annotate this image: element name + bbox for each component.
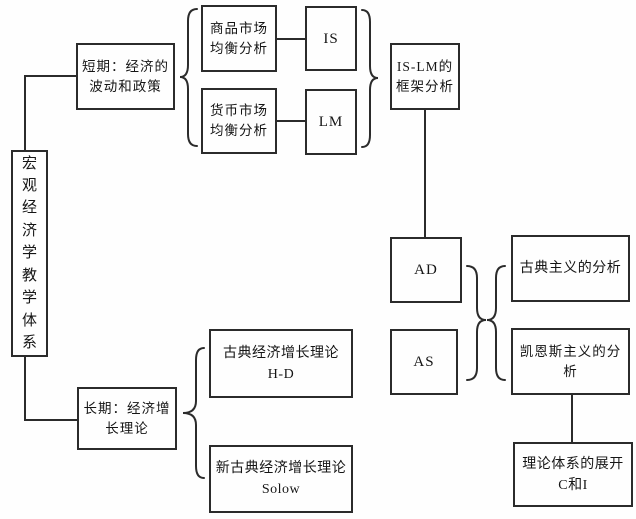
node-classical-analysis-label: 古典主义的分析 bbox=[519, 261, 622, 276]
node-theory-expansion: 理论体系的展开 C和I bbox=[513, 442, 633, 507]
brace-islm-collect-icon bbox=[361, 9, 379, 148]
node-ad: AD bbox=[390, 237, 462, 303]
node-money-market-label: 货币市场 均衡分析 bbox=[210, 103, 268, 138]
connector-root-to-long-term bbox=[24, 357, 77, 421]
node-goods-market-label: 商品市场 均衡分析 bbox=[210, 20, 268, 56]
node-root: 宏观经济学教学体系 bbox=[11, 150, 48, 357]
node-keynesian-analysis-label: 凯恩斯主义的分析 bbox=[519, 343, 622, 379]
node-short-term-label: 短期：经济的 波动和政策 bbox=[82, 58, 169, 94]
brace-short-term-split-icon bbox=[179, 8, 198, 147]
brace-long-term-split-icon bbox=[182, 347, 205, 479]
node-money-market: 货币市场 均衡分析 bbox=[201, 88, 277, 154]
connector-root-to-short-term bbox=[24, 75, 76, 150]
node-is-label: IS bbox=[323, 30, 339, 47]
node-keynesian-analysis: 凯恩斯主义的分析 bbox=[511, 328, 630, 395]
node-goods-market: 商品市场 均衡分析 bbox=[201, 5, 277, 72]
node-root-label: 宏观经济学教学体系 bbox=[21, 155, 37, 351]
node-long-term-label: 长期：经济增 长理论 bbox=[83, 400, 171, 436]
node-lm: LM bbox=[305, 89, 357, 155]
node-theory-expansion-label: 理论体系的展开 C和I bbox=[522, 456, 624, 493]
node-is: IS bbox=[305, 6, 357, 71]
node-as-label: AS bbox=[413, 354, 435, 370]
brace-ad-as-collect-icon bbox=[466, 265, 487, 381]
node-neoclassical-growth-label: 新古典经济增长理论 Solow bbox=[215, 461, 347, 497]
node-classical-analysis: 古典主义的分析 bbox=[511, 235, 630, 302]
node-islm-framework: IS-LM的 框架分析 bbox=[390, 43, 460, 110]
brace-analysis-split-icon bbox=[486, 265, 506, 381]
node-short-term: 短期：经济的 波动和政策 bbox=[76, 43, 175, 110]
node-ad-label: AD bbox=[414, 262, 438, 278]
node-neoclassical-growth: 新古典经济增长理论 Solow bbox=[209, 445, 353, 513]
node-long-term: 长期：经济增 长理论 bbox=[77, 387, 177, 450]
node-lm-label: LM bbox=[318, 114, 344, 130]
node-classical-growth: 古典经济增长理论 H-D bbox=[209, 329, 353, 398]
node-islm-framework-label: IS-LM的 框架分析 bbox=[396, 58, 454, 94]
node-classical-growth-label: 古典经济增长理论 H-D bbox=[223, 345, 339, 382]
node-as: AS bbox=[390, 329, 458, 395]
